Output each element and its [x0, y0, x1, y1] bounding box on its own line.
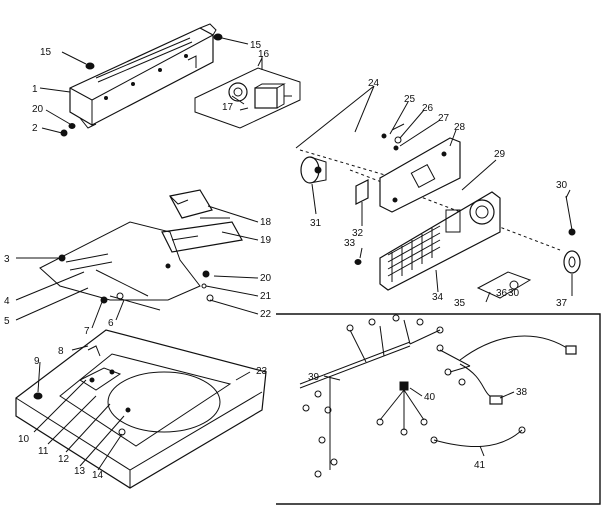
label-8: 8 [58, 346, 64, 357]
label-41: 41 [474, 460, 486, 471]
wire-harness-lower [39, 221, 214, 311]
label-2: 2 [32, 123, 38, 134]
label-25: 25 [404, 94, 416, 105]
wire-harness-inset [276, 313, 601, 505]
screw-15-right [213, 33, 249, 45]
label-10: 10 [18, 434, 30, 445]
label-5: 5 [4, 316, 10, 327]
label-30-right: 30 [556, 180, 568, 191]
label-20-mid: 20 [260, 273, 272, 284]
label-24: 24 [368, 78, 380, 89]
label-15-left: 15 [40, 47, 52, 58]
label-9: 9 [34, 356, 40, 367]
label-38: 38 [516, 387, 528, 398]
label-17: 17 [222, 102, 234, 113]
label-28: 28 [454, 122, 466, 133]
label-32: 32 [352, 228, 364, 239]
leader-lines [15, 57, 573, 471]
label-6: 6 [108, 318, 114, 329]
label-13: 13 [74, 466, 86, 477]
label-29: 29 [494, 149, 506, 160]
label-27: 27 [438, 113, 450, 124]
label-37: 37 [556, 298, 568, 309]
lid-switch-bracket [161, 189, 243, 253]
screw-15-left [61, 51, 95, 70]
label-7: 7 [84, 326, 90, 337]
part-number-labels: 1 15 15 20 2 16 17 24 25 26 27 28 29 30 … [4, 40, 568, 481]
top-cover [15, 329, 267, 489]
label-22: 22 [260, 309, 272, 320]
label-1: 1 [32, 84, 38, 95]
label-31: 31 [310, 218, 322, 229]
label-4: 4 [4, 296, 10, 307]
label-34: 34 [432, 292, 444, 303]
label-35: 35 [454, 298, 466, 309]
label-3: 3 [4, 254, 10, 265]
control-panel-grille [387, 225, 441, 282]
control-panel-assembly [295, 85, 581, 299]
label-30-bag: 30 [508, 288, 520, 299]
label-20-top: 20 [32, 104, 44, 115]
label-14: 14 [92, 470, 104, 481]
label-36: 36 [496, 288, 508, 299]
label-21: 21 [260, 291, 272, 302]
label-23: 23 [256, 366, 268, 377]
screw-20-2 [41, 109, 76, 137]
console-assembly [69, 23, 217, 129]
timer-motor-assembly [194, 56, 301, 129]
label-33: 33 [344, 238, 356, 249]
label-26: 26 [422, 103, 434, 114]
label-16: 16 [258, 49, 270, 60]
label-18: 18 [260, 217, 272, 228]
label-19: 19 [260, 235, 272, 246]
label-39: 39 [308, 372, 320, 383]
label-40: 40 [424, 392, 436, 403]
label-12: 12 [58, 454, 70, 465]
label-11: 11 [38, 446, 49, 457]
label-15-right: 15 [250, 40, 262, 51]
